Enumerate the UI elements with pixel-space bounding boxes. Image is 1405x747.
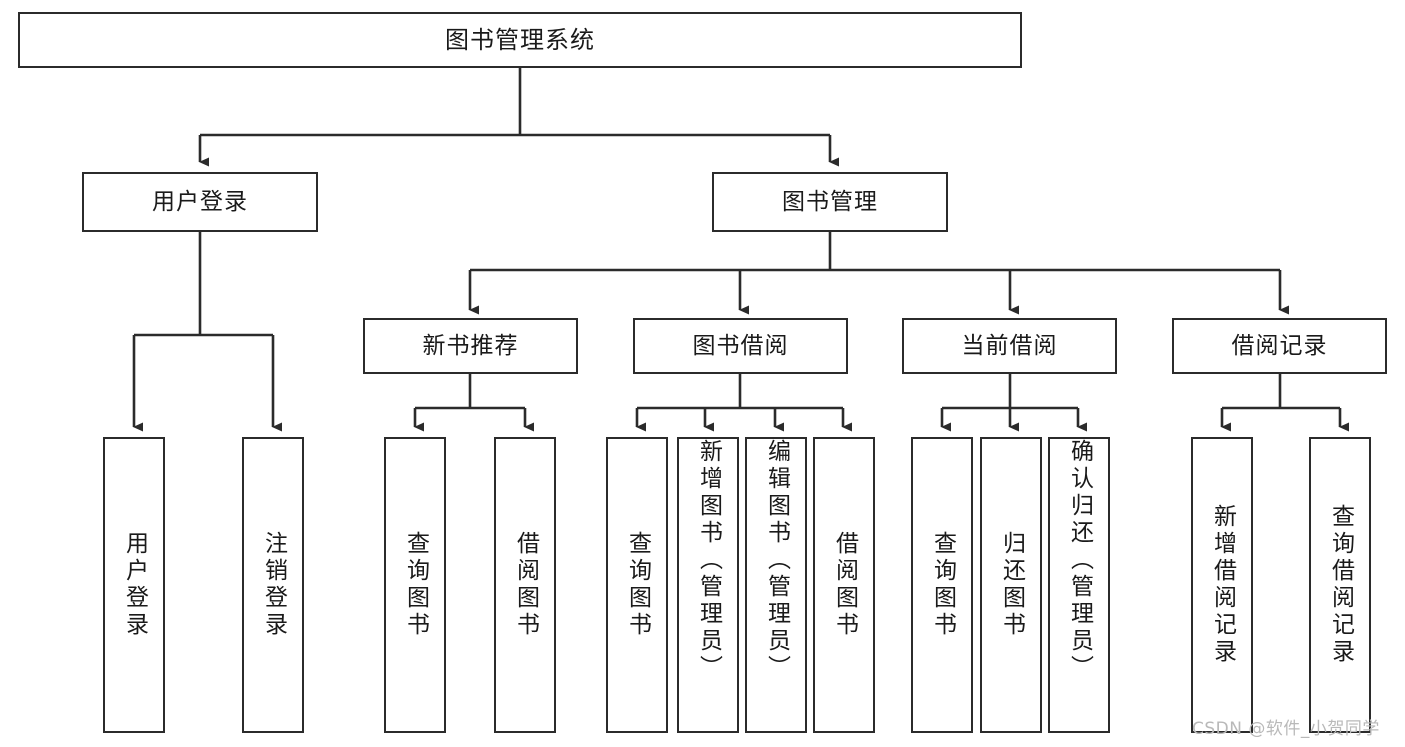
node-label: 注销登录	[260, 531, 287, 639]
node-user-login[interactable]: 用户登录	[82, 172, 318, 232]
csdn-watermark: CSDN @软件_小贺同学	[1192, 719, 1380, 739]
leaf-logout[interactable]: 注销登录	[242, 437, 304, 733]
node-label: 新书推荐	[422, 332, 519, 359]
node-label: 确认归还（管理员）	[1066, 439, 1093, 682]
leaf-borrow-book-borrowing[interactable]: 借阅图书	[813, 437, 875, 733]
node-label: 编辑图书（管理员）	[763, 439, 790, 682]
node-book-management[interactable]: 图书管理	[712, 172, 948, 232]
leaf-confirm-return-admin[interactable]: 确认归还（管理员）	[1048, 437, 1110, 733]
node-root-book-management-system[interactable]: 图书管理系统	[18, 12, 1022, 68]
leaf-add-book-admin[interactable]: 新增图书（管理员）	[677, 437, 739, 733]
node-label: 新增借阅记录	[1209, 504, 1236, 666]
leaf-user-login[interactable]: 用户登录	[103, 437, 165, 733]
leaf-query-borrow-record[interactable]: 查询借阅记录	[1309, 437, 1371, 733]
leaf-edit-book-admin[interactable]: 编辑图书（管理员）	[745, 437, 807, 733]
leaf-return-book[interactable]: 归还图书	[980, 437, 1042, 733]
leaf-query-book-borrowing[interactable]: 查询图书	[606, 437, 668, 733]
node-new-book-recommendation[interactable]: 新书推荐	[363, 318, 578, 374]
node-label: 借阅图书	[512, 531, 539, 639]
node-label: 新增图书（管理员）	[695, 439, 722, 682]
node-label: 借阅图书	[831, 531, 858, 639]
node-label: 归还图书	[998, 531, 1025, 639]
node-label: 查询图书	[624, 531, 651, 639]
node-label: 借阅记录	[1231, 332, 1328, 359]
node-label: 图书管理系统	[445, 26, 595, 54]
node-label: 用户登录	[152, 188, 248, 215]
node-borrow-record[interactable]: 借阅记录	[1172, 318, 1387, 374]
leaf-query-book-current[interactable]: 查询图书	[911, 437, 973, 733]
node-label: 用户登录	[121, 531, 148, 639]
leaf-borrow-book-recommendation[interactable]: 借阅图书	[494, 437, 556, 733]
node-label: 查询图书	[929, 531, 956, 639]
node-label: 图书借阅	[692, 332, 789, 359]
node-label: 当前借阅	[961, 332, 1058, 359]
node-label: 查询图书	[402, 531, 429, 639]
node-label: 查询借阅记录	[1327, 504, 1354, 666]
node-current-borrowing[interactable]: 当前借阅	[902, 318, 1117, 374]
node-label: 图书管理	[782, 188, 878, 215]
leaf-add-borrow-record[interactable]: 新增借阅记录	[1191, 437, 1253, 733]
node-book-borrowing[interactable]: 图书借阅	[633, 318, 848, 374]
leaf-query-book-recommendation[interactable]: 查询图书	[384, 437, 446, 733]
